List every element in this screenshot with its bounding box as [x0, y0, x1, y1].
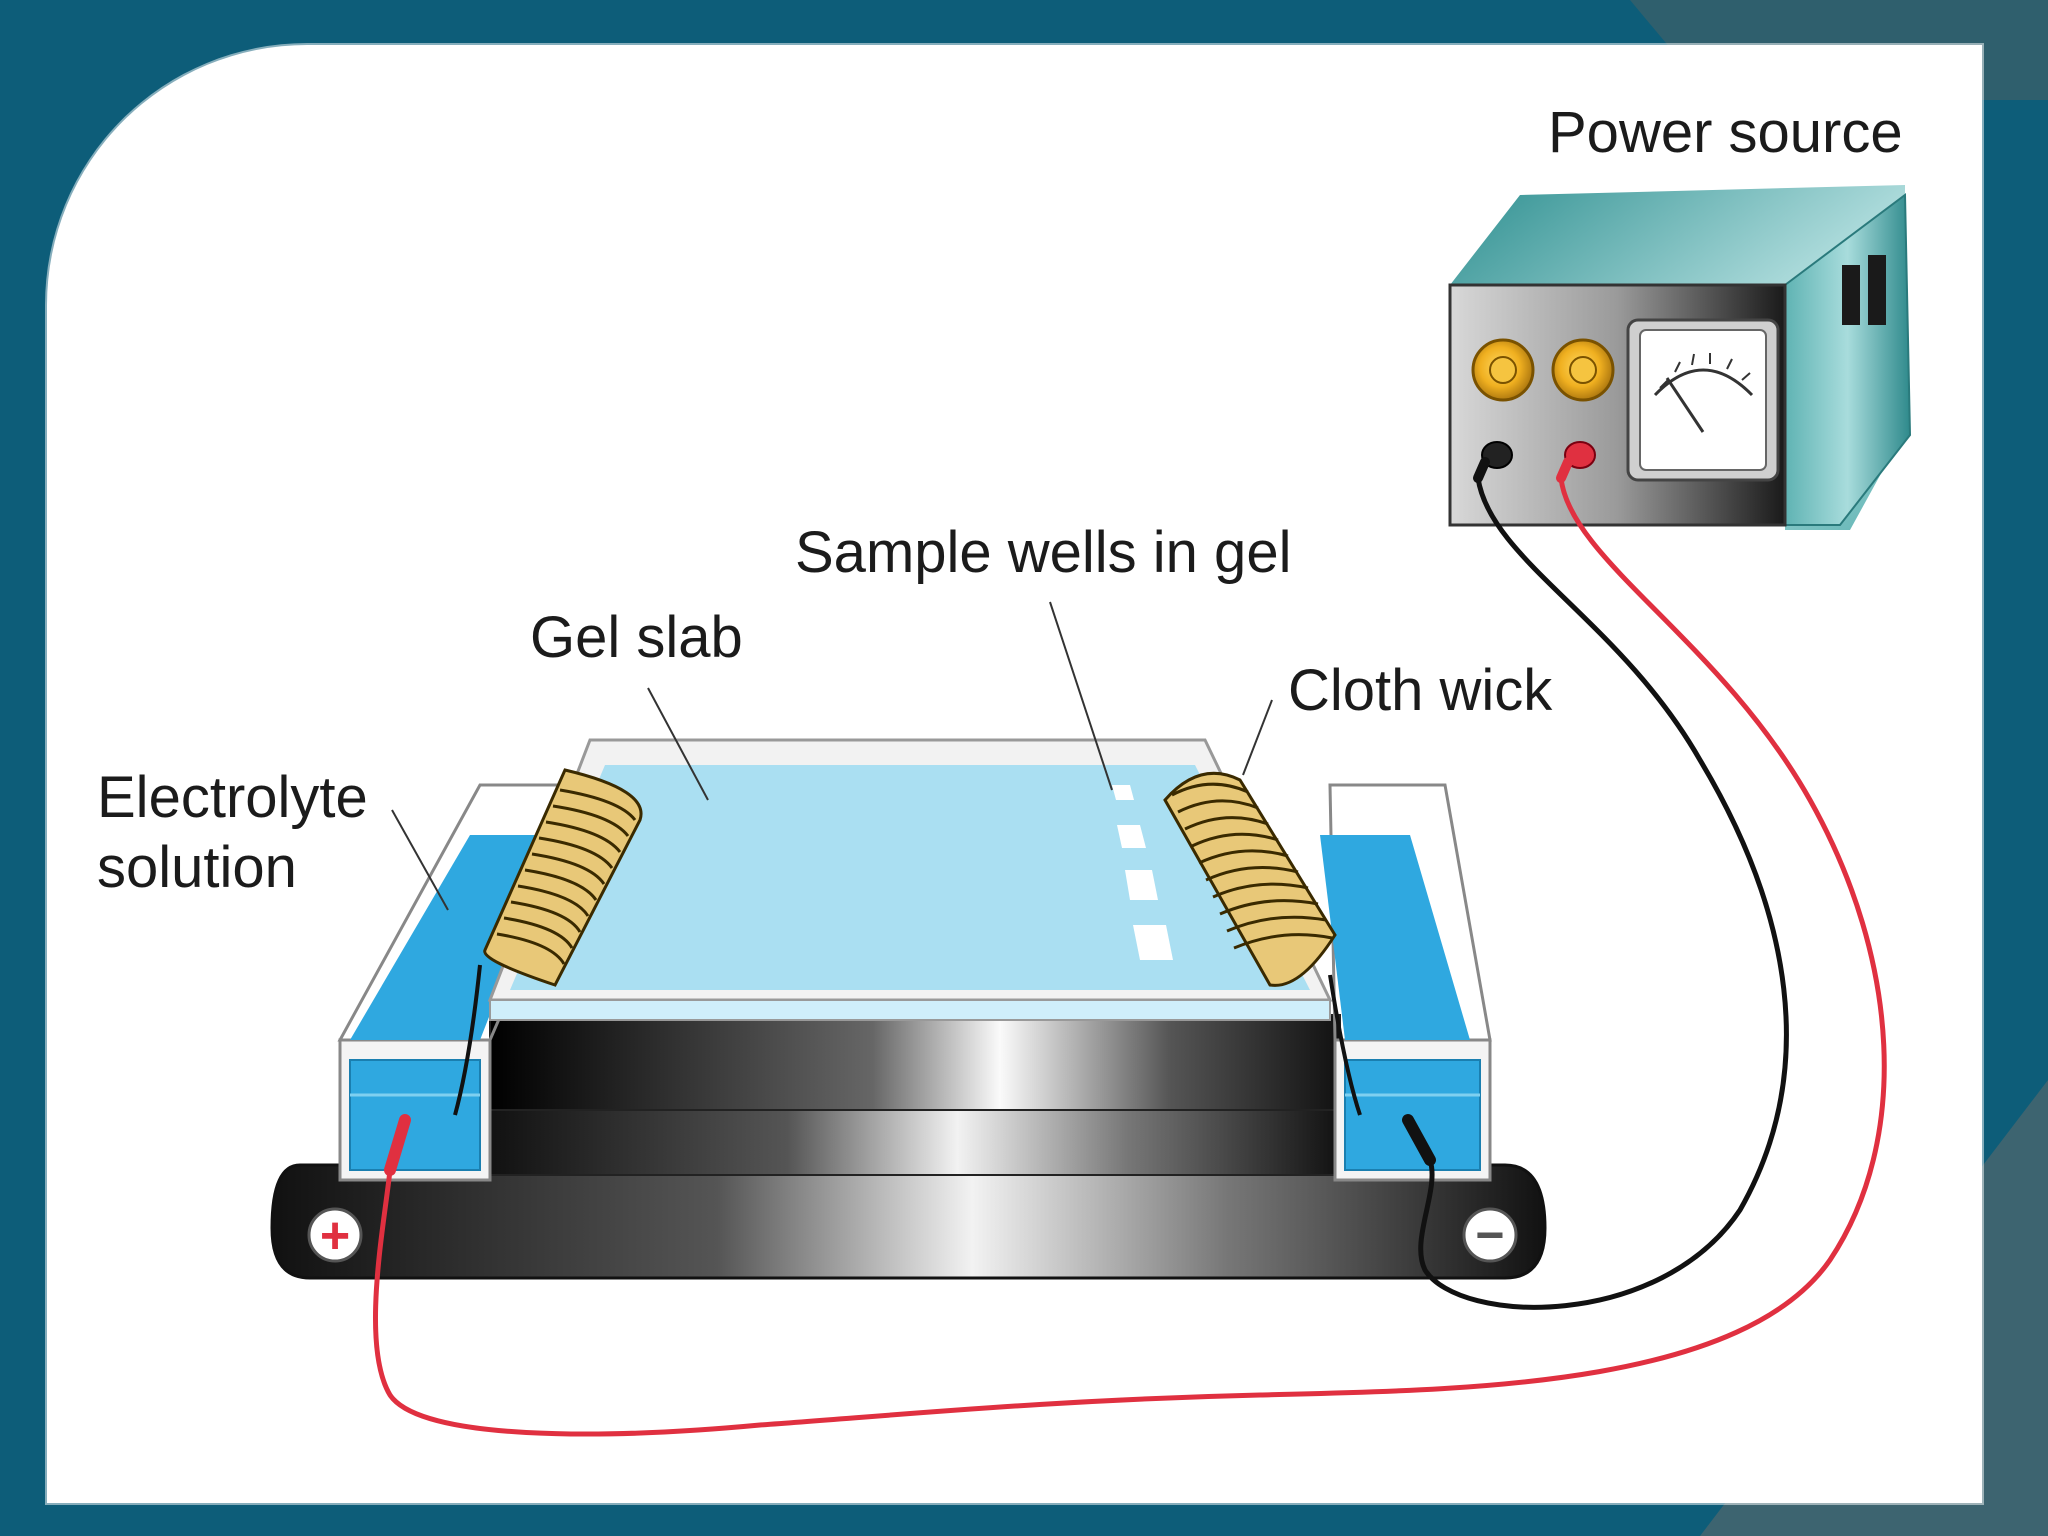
- positive-terminal: +: [307, 1207, 363, 1265]
- left-cloth-wick: [483, 768, 643, 987]
- sample-wells: [1112, 785, 1173, 960]
- negative-lead: [1402, 477, 1789, 1310]
- electrode-base: [270, 1163, 1547, 1280]
- gel-platform: [489, 1014, 1341, 1176]
- label-sample-wells: Sample wells in gel: [795, 520, 1292, 585]
- gel-slab: [487, 738, 1333, 1021]
- label-electrolyte-line1: Electrolyte: [97, 765, 368, 830]
- right-buffer-tank: [1320, 783, 1492, 1182]
- power-source: [1448, 185, 1912, 530]
- negative-jack: [1473, 441, 1513, 483]
- label-gel-slab: Gel slab: [530, 605, 743, 670]
- negative-terminal: −: [1462, 1207, 1518, 1263]
- meter-dial: [1626, 318, 1780, 482]
- label-cloth-wick: Cloth wick: [1288, 658, 1553, 723]
- leader-lines: [391, 601, 1273, 911]
- positive-lead: [372, 477, 1887, 1437]
- label-power-source: Power source: [1548, 100, 1903, 165]
- electrodes: [453, 964, 1362, 1116]
- positive-jack: [1556, 441, 1596, 483]
- negative-terminal-symbol: −: [1475, 1207, 1504, 1263]
- label-electrolyte-line2: solution: [97, 835, 297, 900]
- right-cloth-wick: [1163, 771, 1337, 987]
- positive-terminal-symbol: +: [320, 1207, 350, 1265]
